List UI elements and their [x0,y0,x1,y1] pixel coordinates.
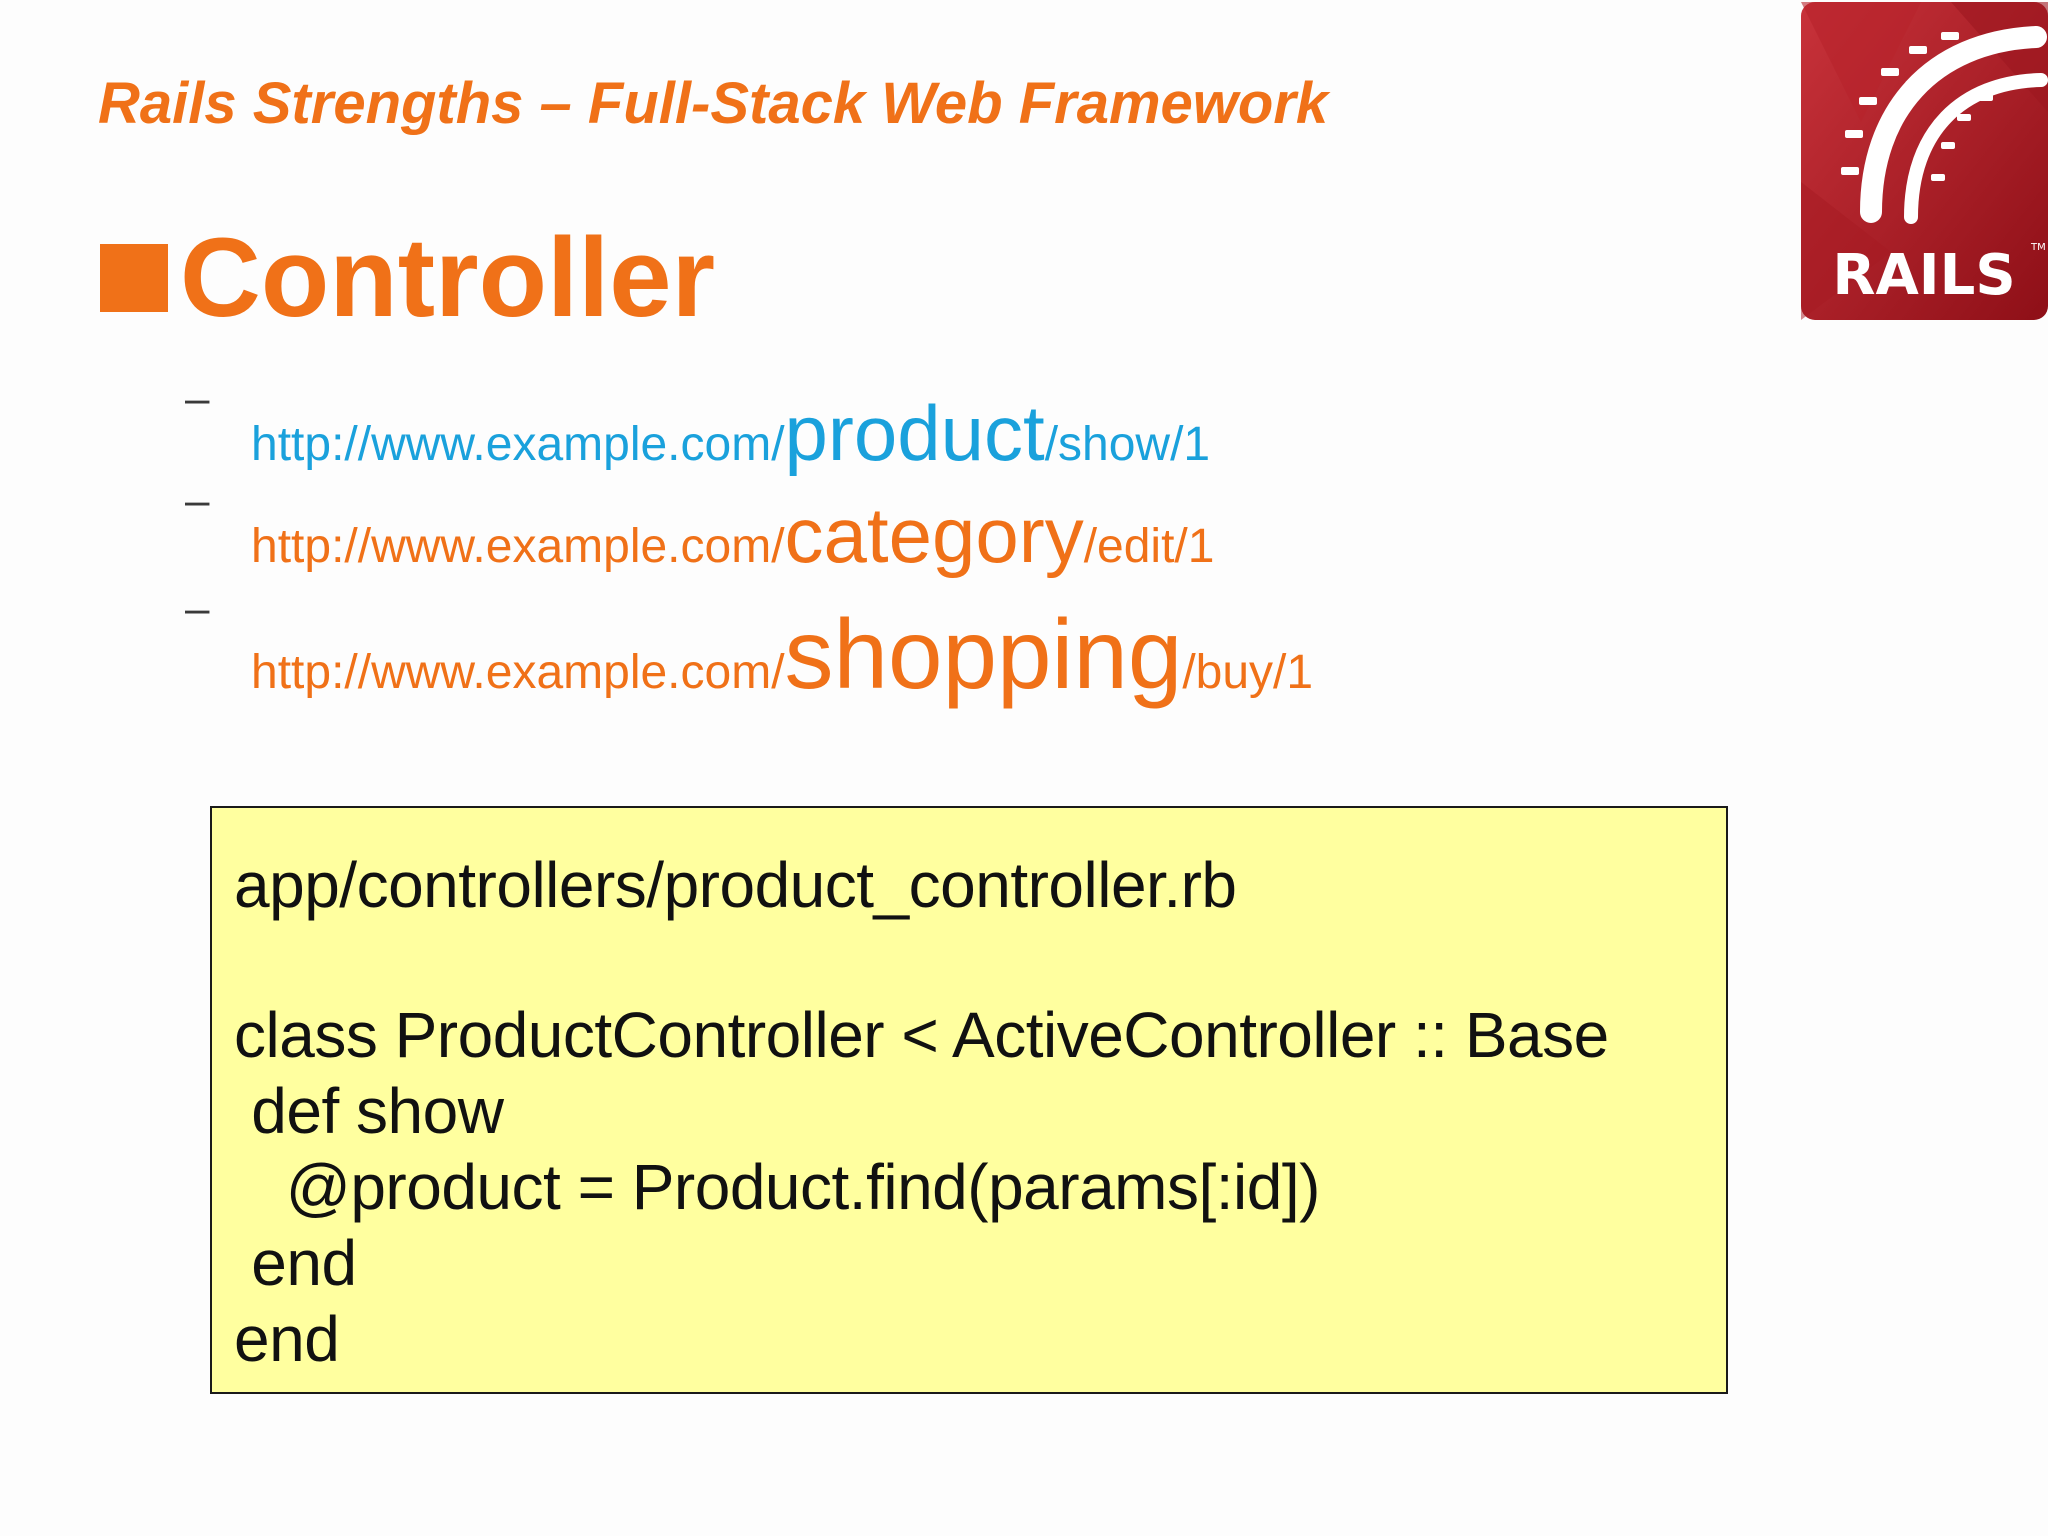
url-prefix: http://www.example.com/ [251,418,785,471]
url-suffix: /show/1 [1044,418,1211,471]
url-prefix: http://www.example.com/ [251,520,785,573]
slide-heading: Controller [100,222,715,334]
url-suffix: /buy/1 [1182,646,1314,699]
url-item-shopping: –http://www.example.com/shopping/buy/1 [185,584,1314,711]
svg-text:TM: TM [2030,242,2046,253]
code-filename: app/controllers/product_controller.rb [234,849,1237,921]
dash-bullet: – [185,584,210,633]
code-line-1: class ProductController < ActiveControll… [234,999,1609,1071]
rails-logo-text: RAILS [1832,243,2015,308]
code-line-4: end [234,1227,357,1299]
url-suffix: /edit/1 [1083,520,1215,573]
slide-subtitle: Rails Strengths – Full-Stack Web Framewo… [98,71,1329,136]
code-line-5: end [234,1303,340,1375]
url-prefix: http://www.example.com/ [251,646,785,699]
url-key-shopping: shopping [784,599,1183,709]
dash-bullet: – [185,476,210,525]
code-box: app/controllers/product_controller.rb cl… [210,806,1728,1394]
url-item-product: –http://www.example.com/product/show/1 [185,374,1211,479]
url-item-category: –http://www.example.com/category/edit/1 [185,476,1215,581]
heading-label: Controller [180,215,716,340]
url-key-category: category [784,491,1084,579]
square-bullet-icon [100,244,168,312]
code-line-3: @product = Product.find(params[:id]) [234,1151,1321,1223]
rails-logo-icon: RAILS TM [1801,2,2048,320]
url-key-product: product [784,389,1045,477]
code-line-2: def show [234,1075,504,1147]
dash-bullet: – [185,374,210,423]
